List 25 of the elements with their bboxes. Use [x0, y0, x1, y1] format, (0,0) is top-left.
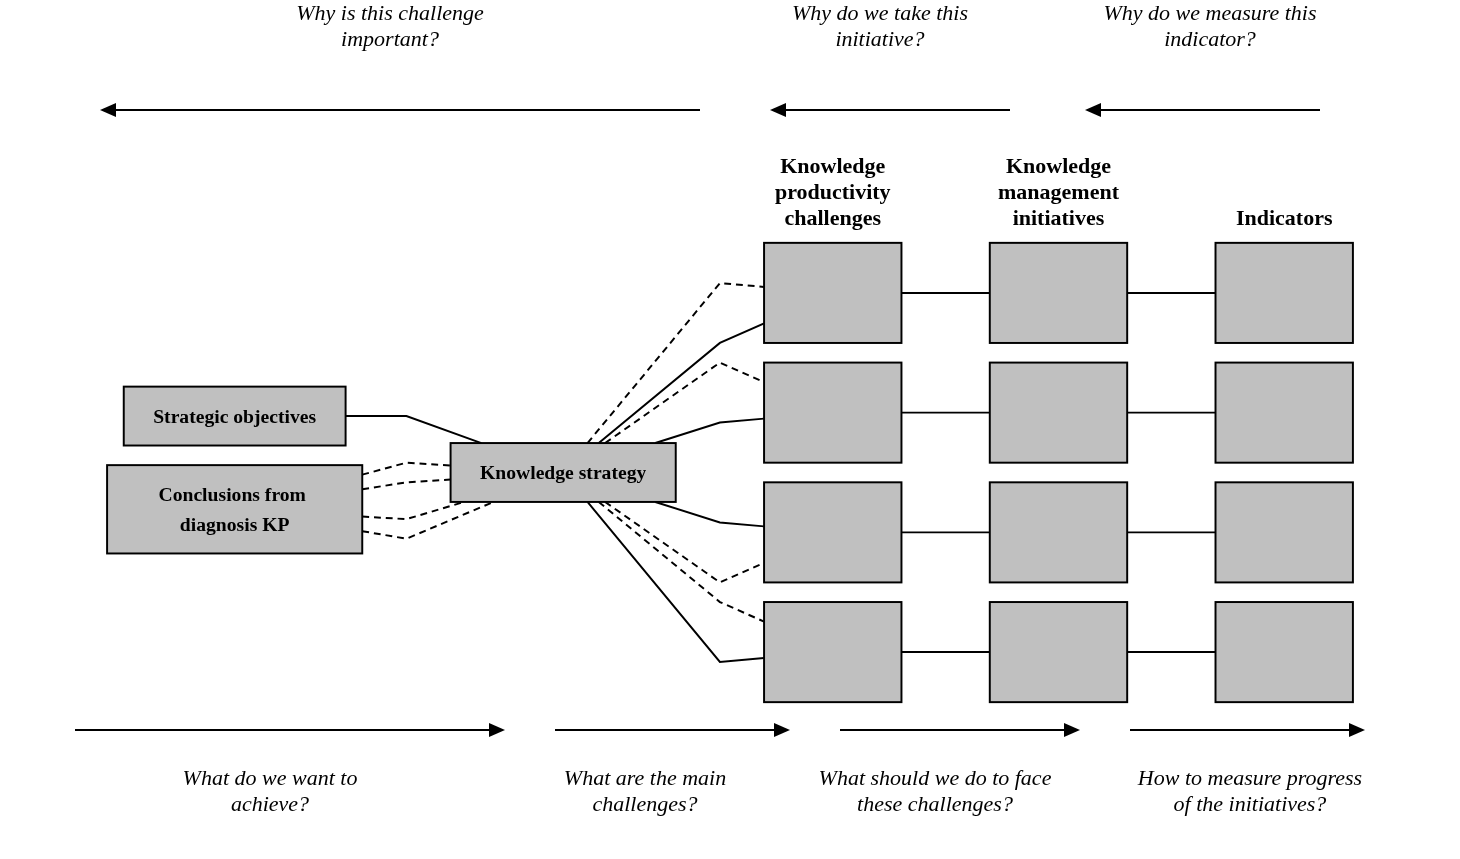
- question-text: What are the main challenges?: [562, 765, 728, 817]
- node-box: [988, 361, 1129, 464]
- node-box: [988, 241, 1129, 344]
- node-box: [1214, 241, 1354, 344]
- question-text: What should we do to face these challenges?: [817, 765, 1053, 817]
- question-text: Why do we measure this indicator?: [1102, 0, 1318, 52]
- node-box: [763, 601, 903, 704]
- node-box: [1214, 601, 1354, 704]
- node-box: Knowledge strategy: [449, 442, 677, 503]
- node-box: [988, 601, 1129, 704]
- question-text: Why is this challenge important?: [295, 0, 485, 52]
- question-text: Why do we take this initiative?: [791, 0, 969, 52]
- column-heading: Indicators: [1234, 204, 1334, 231]
- column-heading: Knowledge management initiatives: [997, 152, 1120, 231]
- question-text: What do we want to achieve?: [181, 765, 359, 817]
- column-heading: Knowledge productivity challenges: [773, 152, 892, 231]
- node-box: [1214, 481, 1354, 584]
- node-box: Strategic objectives: [122, 385, 347, 447]
- question-text: How to measure progress of the initiatives?: [1136, 765, 1364, 817]
- node-box: [763, 241, 903, 344]
- node-box: [763, 361, 903, 464]
- node-box: Conclusions from diagnosis KP: [106, 464, 364, 555]
- node-box: [988, 481, 1129, 584]
- node-box: [763, 481, 903, 584]
- node-box: [1214, 361, 1354, 464]
